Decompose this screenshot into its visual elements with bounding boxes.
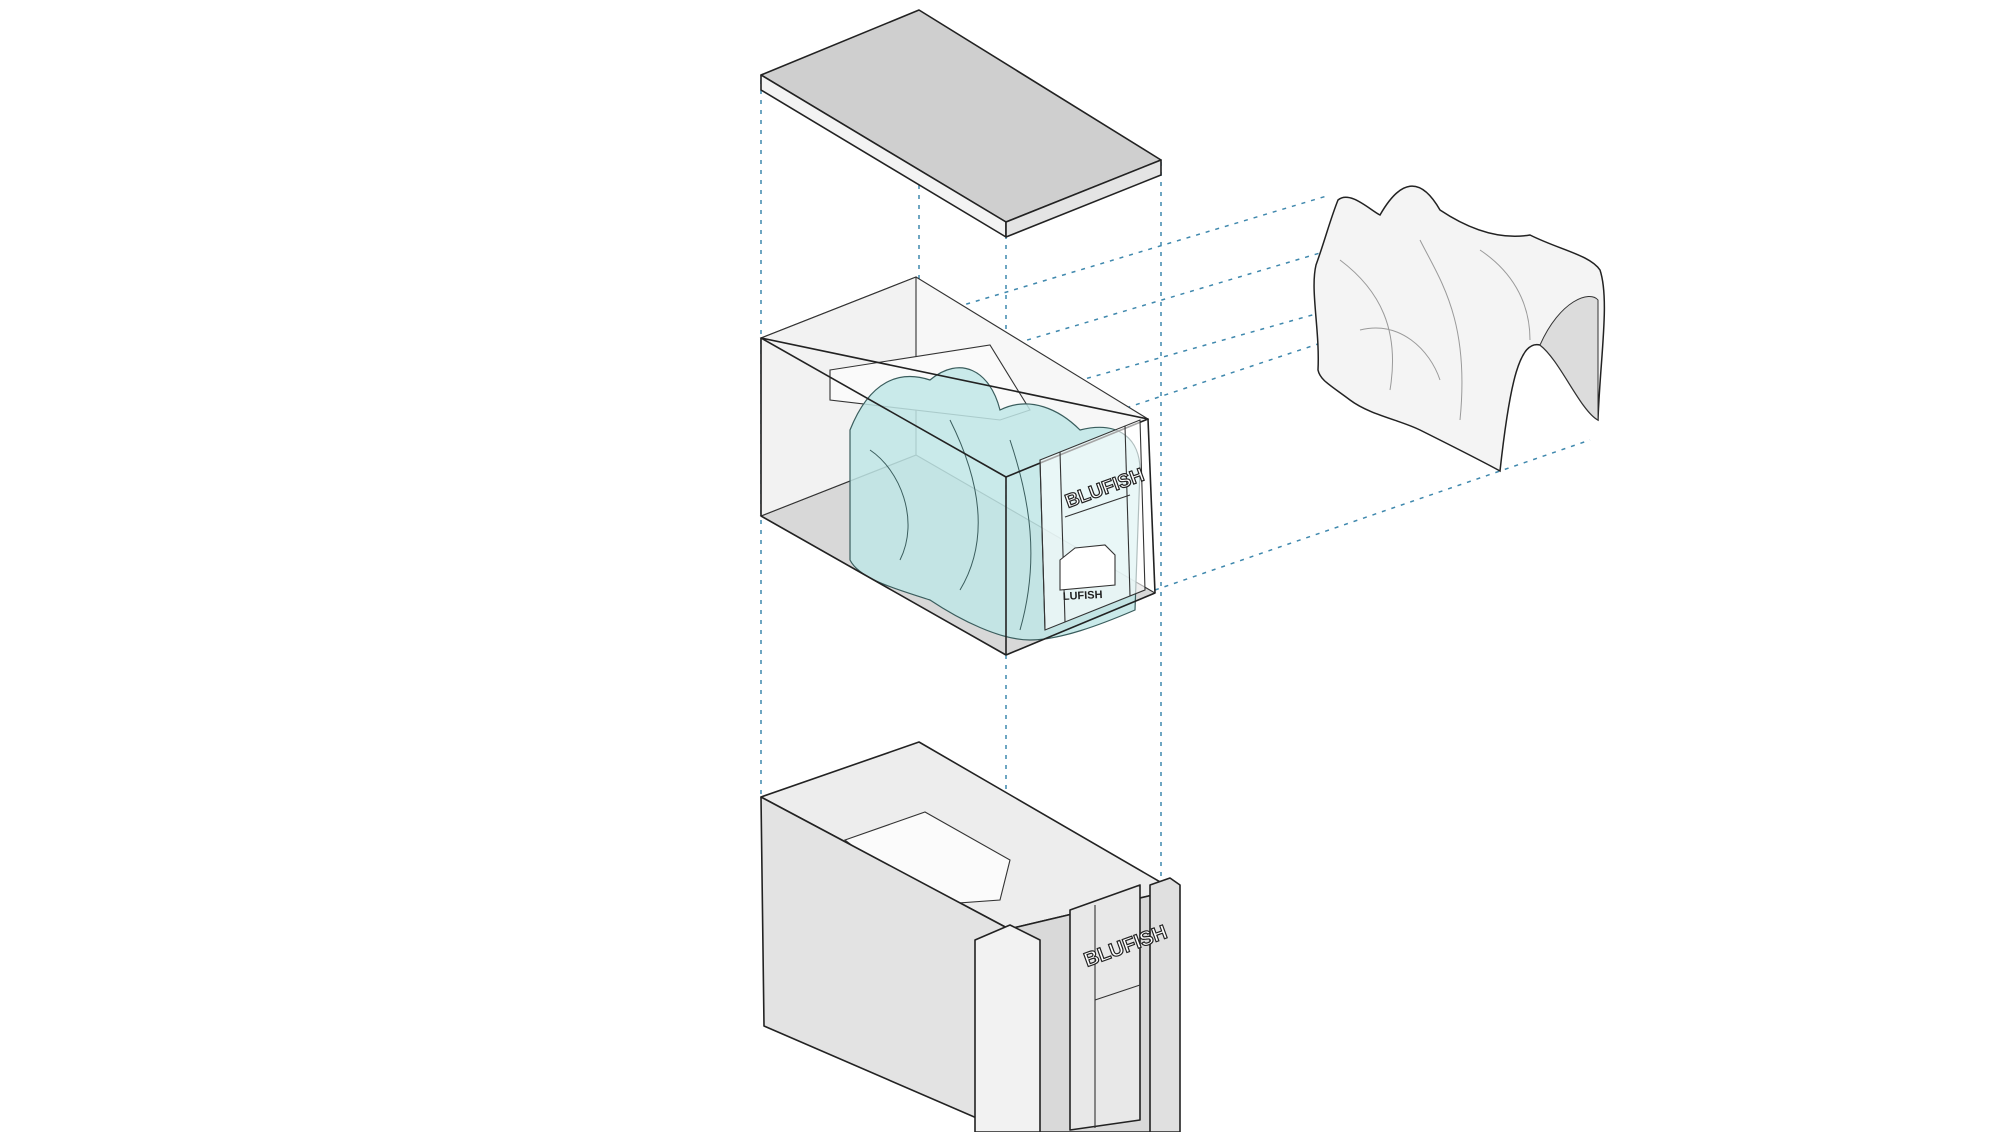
interior-layer: BLUFISH LUFISH [759,276,1157,656]
shell-layer: BLUFISH [760,741,1181,1132]
fabric-canopy [1313,185,1606,473]
roof-slab [760,9,1162,238]
interior-sign-lower: LUFISH [1063,589,1103,603]
